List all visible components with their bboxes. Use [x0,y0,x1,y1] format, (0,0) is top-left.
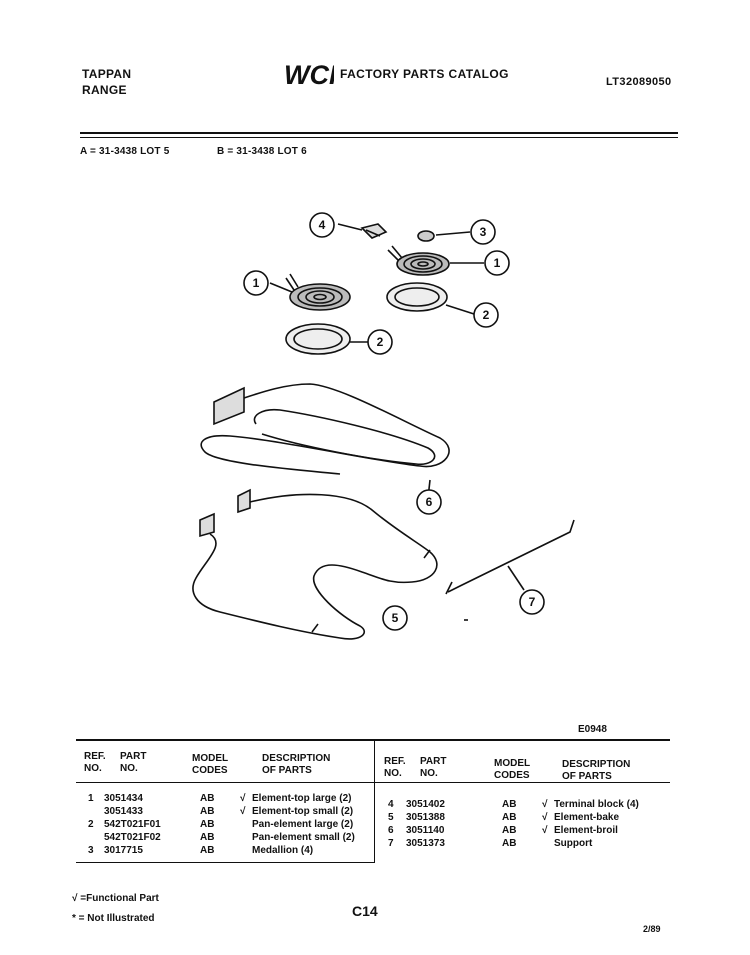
pan-element-small-drawing [386,282,475,315]
functional-check-icon: √ [542,825,548,836]
header-model-codes-left: MODEL CODES [192,753,228,776]
page-number: C14 [352,903,378,919]
brand-block: TAPPAN RANGE [82,66,131,98]
table-column-divider [374,741,375,863]
header-ref-no-right: REF. NO. [384,756,406,779]
functional-check-icon: √ [542,812,548,823]
callout-7: 7 [519,589,545,615]
legend-functional-part: √ =Functional Part [72,893,159,904]
header-description-left: DESCRIPTION OF PARTS [262,753,331,776]
svg-text:3: 3 [480,225,487,239]
element-broil-drawing [200,383,450,499]
svg-text:2: 2 [483,308,490,322]
table-top-rule [76,739,670,741]
svg-text:2: 2 [377,335,384,349]
svg-text:4: 4 [319,218,326,232]
table-bottom-rule [76,862,374,863]
functional-check-icon: √ [240,793,246,804]
header-rule-top [80,132,678,134]
support-drawing [445,519,575,595]
exploded-parts-diagram: 4 3 1 1 2 2 6 5 [192,212,575,640]
callout-1-right: 1 [484,250,510,276]
wci-logo: WCI [284,60,334,90]
table-header-rule [76,782,670,783]
lot-b: B = 31-3438 LOT 6 [217,146,307,157]
functional-check-icon: √ [542,799,548,810]
pan-element-large-drawing [285,323,368,355]
brand-name: TAPPAN [82,67,132,81]
diagram-code: E0948 [578,724,607,735]
svg-text:6: 6 [426,495,433,509]
header-part-no-right: PART NO. [420,756,447,779]
callout-4: 4 [309,212,335,238]
header-description-right: DESCRIPTION OF PARTS [562,759,631,782]
lot-a: A = 31-3438 LOT 5 [80,146,170,157]
element-bake-drawing [192,488,438,640]
callout-2-right: 2 [473,302,499,328]
catalog-title: FACTORY PARTS CATALOG [340,67,509,81]
header-model-codes-right: MODEL CODES [494,758,530,781]
catalog-code: LT32089050 [606,76,672,88]
callout-5: 5 [382,605,408,631]
functional-check-icon: √ [240,806,246,817]
header-ref-no-left: REF. NO. [84,751,106,774]
svg-text:5: 5 [392,611,399,625]
legend-not-illustrated: * = Not Illustrated [72,913,155,924]
product-type: RANGE [82,83,127,97]
revision-date: 2/89 [643,924,661,934]
element-top-large-drawing [269,273,351,311]
callout-1-left: 1 [243,270,269,296]
svg-text:7: 7 [529,595,536,609]
header-rule-bottom [80,137,678,138]
terminal-block-drawing [337,223,388,239]
svg-text:1: 1 [494,256,501,270]
medallion-drawing [417,230,471,242]
callout-2-left: 2 [367,329,393,355]
logo-text: WCI [284,60,334,90]
callout-6: 6 [416,489,442,515]
callout-3: 3 [470,219,496,245]
header-part-no-left: PART NO. [120,751,147,774]
svg-text:1: 1 [253,276,260,290]
element-top-small-drawing [387,245,484,276]
